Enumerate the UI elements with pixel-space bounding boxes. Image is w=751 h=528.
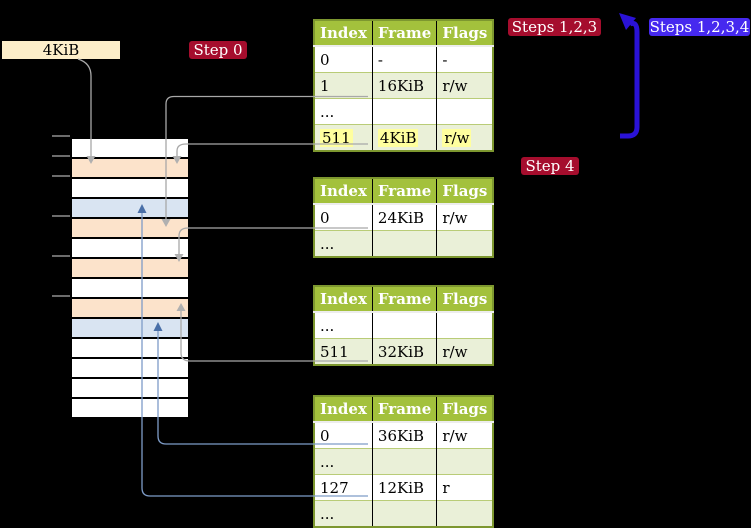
physical-memory-stack [70,137,190,419]
col-header-index: Index [314,396,373,423]
memory-page-row-blue [72,319,188,339]
memory-page-row-peach [72,219,188,239]
memory-page-row-white [72,139,188,159]
page-size-label: 4KiB [2,41,120,59]
col-header-frame: Frame [372,20,438,47]
arrow-steps-1234-loop [619,13,640,139]
memory-page-row-white [72,179,188,199]
table-row: 0 24KiB r/w [314,204,493,231]
page-table-3: Index Frame Flags ... 511 32KiB r/w [313,285,495,366]
col-header-frame: Frame [372,286,438,313]
table-row: 1 16KiB r/w [314,72,494,99]
badge-step0: Step 0 [189,41,247,59]
memory-page-row-white [72,339,188,359]
table-row-highlighted: 511 4KiB r/w [314,124,494,151]
col-header-index: Index [314,178,373,205]
col-header-flags: Flags [436,178,494,205]
highlighted-value: r/w [442,128,472,147]
highlighted-value: 511 [320,128,353,147]
table-row: ... [314,312,493,339]
col-header-index: Index [314,286,373,313]
highlighted-value: 4KiB [377,128,419,147]
memory-page-row-white [72,359,188,379]
table-row: ... [314,500,494,527]
table-row: ... [314,98,494,125]
badge-steps-123: Steps 1,2,3 [508,18,601,36]
memory-page-row-white [72,279,188,299]
page-table-1: Index Frame Flags 0 - - 1 16KiB r/w ... … [313,19,495,152]
memory-page-row-peach [72,259,188,279]
col-header-index: Index [314,20,373,47]
memory-page-row-white [72,239,188,259]
memory-boundary-ticks [52,135,70,297]
memory-page-row-white [72,399,188,417]
table-row: 0 - - [314,46,493,73]
memory-page-row-white [72,379,188,399]
badge-steps-1234: Steps 1,2,3,4 [649,18,750,36]
col-header-flags: Flags [436,396,494,423]
page-table-2: Index Frame Flags 0 24KiB r/w ... [313,177,495,258]
memory-page-row-peach [72,299,188,319]
table-row: 0 36KiB r/w [314,422,493,449]
page-table-4: Index Frame Flags 0 36KiB r/w ... 127 12… [313,395,495,528]
col-header-flags: Flags [436,286,494,313]
table-row: 127 12KiB r [314,474,494,501]
table-row: ... [314,230,494,257]
col-header-flags: Flags [436,20,494,47]
badge-step4: Step 4 [521,157,579,175]
table-row: ... [314,448,494,475]
memory-page-row-blue [72,199,188,219]
table-row: 511 32KiB r/w [314,338,494,365]
col-header-frame: Frame [372,178,438,205]
memory-page-row-peach [72,159,188,179]
col-header-frame: Frame [372,396,438,423]
